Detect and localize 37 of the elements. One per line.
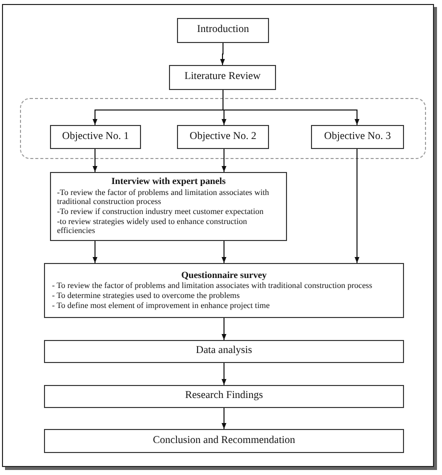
arrow — [222, 148, 226, 172]
box-label: Literature Review — [183, 71, 262, 84]
bullet-text: - To review the factor of problems and limitation associates with traditional construction process — [52, 281, 374, 292]
box-label: Objective No. 3 — [323, 130, 392, 144]
process-box — [44, 429, 404, 453]
process-box — [177, 18, 269, 43]
bullet-text: - To define most element of improvement in enhance project time — [52, 300, 271, 310]
box-heading: Interview with expert panels — [110, 177, 227, 188]
box-label: Introduction — [196, 24, 250, 37]
box-label: Data analysis — [194, 345, 254, 358]
group-box — [20, 98, 426, 159]
box-heading: Questionnaire survey — [180, 270, 268, 282]
process-box — [50, 172, 287, 241]
arrow — [92, 240, 98, 264]
arrow — [222, 408, 226, 430]
bullet-text: -To review if construction industry meet customer expectation — [57, 207, 265, 217]
bullet-text: -to review strategies widely used to enhance construction efficiencies — [57, 216, 248, 236]
bullet-text: -To review the factor of problems and limitation associates with traditional construction process — [57, 188, 270, 208]
box-label: Objective No. 2 — [188, 130, 258, 144]
process-box — [50, 125, 141, 149]
process-box — [169, 65, 276, 90]
box-label: Conclusion and Recommendation — [152, 434, 296, 448]
arrow — [222, 240, 226, 264]
process-box — [311, 125, 404, 149]
box-label: Research Findings — [184, 390, 264, 403]
process-box — [44, 385, 404, 408]
arrow — [354, 148, 360, 264]
process-box — [177, 125, 269, 149]
arrow — [222, 90, 360, 126]
box-label: Objective No. 1 — [61, 130, 130, 144]
arrow — [220, 42, 225, 66]
arrow — [92, 148, 98, 172]
bullet-text: - To determine strategies used to overcome the problems — [52, 291, 241, 301]
arrow — [222, 362, 226, 386]
process-box — [44, 340, 404, 363]
process-box — [44, 263, 404, 318]
arrow — [222, 318, 226, 340]
